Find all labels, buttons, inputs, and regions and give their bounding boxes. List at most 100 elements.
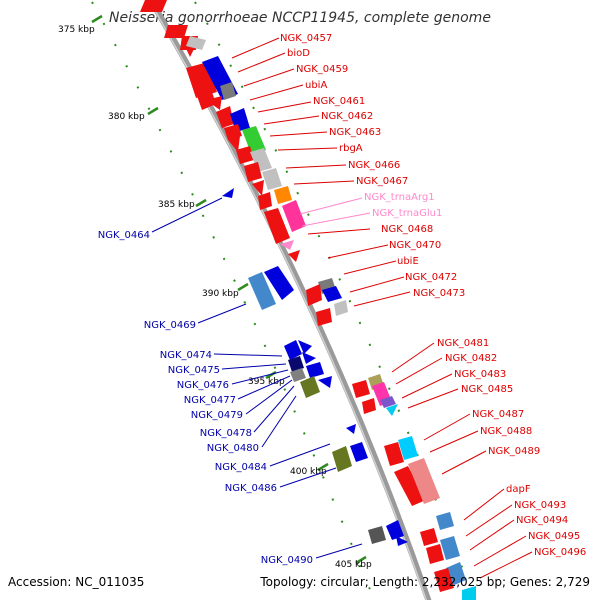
gene-label: NGK_0467	[356, 176, 408, 187]
gene-feature	[228, 136, 240, 152]
kbp-label-395: 395 kbp	[248, 377, 285, 387]
gene-feature	[352, 380, 370, 398]
gene-feature	[197, 92, 216, 110]
tick-380	[147, 106, 159, 116]
gene-feature	[306, 362, 324, 378]
gene-feature	[386, 404, 398, 416]
gene-feature	[306, 284, 322, 306]
tick-385	[195, 198, 207, 208]
gene-feature	[216, 106, 234, 128]
gene-label-trna: NGK_trnaGlu1	[372, 208, 442, 219]
gene-feature	[290, 368, 306, 382]
gene-feature	[350, 442, 368, 462]
gene-feature	[368, 526, 386, 544]
gene-label: NGK_0486	[225, 483, 277, 494]
tick-400	[317, 462, 329, 472]
gene-feature	[300, 376, 320, 398]
gene-label: NGK_0468	[381, 224, 433, 235]
gene-feature	[206, 96, 222, 110]
kbp-label-375: 375 kbp	[58, 25, 95, 35]
kbp-label-390: 390 kbp	[202, 289, 239, 299]
leader-lines-right	[231, 37, 533, 579]
gene-feature	[322, 286, 342, 302]
gene-feature	[248, 272, 276, 310]
gene-feature	[140, 0, 167, 12]
gene-label: NGK_0476	[177, 380, 229, 391]
kbp-ticks	[91, 14, 367, 565]
gene-label: NGK_0484	[215, 462, 267, 473]
genome-title: Neisseria gonorrhoeae NCCP11945, complet…	[109, 10, 491, 26]
gene-feature	[288, 250, 300, 262]
gene-labels-left: NGK_0464 NGK_0469 NGK_0474 NGK_0475 NGK_…	[98, 230, 313, 566]
gene-feature	[440, 536, 460, 560]
gene-feature	[186, 36, 206, 50]
gene-feature	[462, 586, 476, 600]
kbp-labels: 375 kbp 380 kbp 385 kbp 390 kbp 395 kbp …	[58, 25, 372, 570]
gene-label: NGK_0470	[389, 240, 441, 251]
gene-label: NGK_0482	[445, 353, 497, 364]
gene-label: NGK_0477	[184, 395, 236, 406]
gene-feature	[396, 536, 408, 546]
gene-label: NGK_0493	[514, 500, 566, 511]
gene-feature	[346, 424, 356, 434]
kbp-label-380: 380 kbp	[108, 112, 145, 122]
gene-label: NGK_0496	[534, 547, 586, 558]
gene-feature	[164, 25, 188, 38]
gene-label-trna: NGK_trnaArg1	[364, 192, 435, 203]
gene-feature	[362, 398, 376, 414]
gene-feature	[420, 528, 438, 546]
gene-feature	[436, 512, 454, 530]
gene-label: rbgA	[339, 143, 363, 154]
gene-feature	[262, 168, 282, 190]
leader-lines-trna	[299, 197, 371, 227]
gene-label: NGK_0487	[472, 409, 524, 420]
gene-feature	[242, 126, 266, 156]
gene-feature	[380, 396, 396, 408]
gene-feature	[334, 300, 348, 316]
topology-text: Topology: circular; Length: 2,232,025 bp…	[259, 575, 590, 589]
gene-feature	[332, 446, 352, 472]
gene-feature	[398, 436, 418, 460]
gene-feature	[250, 148, 272, 172]
gene-feature	[408, 458, 440, 504]
gene-label: NGK_0466	[348, 160, 400, 171]
gene-feature	[386, 520, 404, 540]
gene-label: NGK_0478	[200, 428, 252, 439]
gene-feature	[222, 188, 234, 198]
leader-lines-left	[151, 197, 363, 559]
gene-feature	[252, 180, 264, 196]
gene-label: NGK_0480	[207, 443, 259, 454]
gene-label: NGK_0463	[329, 127, 381, 138]
gene-label: NGK_0494	[516, 515, 568, 526]
gene-label: NGK_0490	[261, 555, 313, 566]
gene-label: NGK_0469	[144, 320, 196, 331]
gene-feature	[244, 162, 262, 182]
gene-feature	[298, 340, 312, 354]
gene-feature	[264, 266, 294, 300]
kbp-label-400: 400 kbp	[290, 467, 327, 477]
inner-guide	[194, 1, 476, 600]
tick-405	[355, 555, 367, 565]
gene-feature	[280, 240, 294, 250]
gene-label: NGK_0488	[480, 426, 532, 437]
genome-backbone	[147, 0, 432, 600]
gene-label: NGK_0495	[528, 531, 580, 542]
gene-label: ubiE	[397, 256, 419, 267]
gene-feature	[220, 82, 236, 100]
gene-feature	[302, 352, 316, 364]
accession-text: Accession: NC_011035	[8, 575, 144, 589]
gene-feature	[264, 208, 290, 244]
gene-label: NGK_0457	[280, 33, 332, 44]
gene-label: NGK_0472	[405, 272, 457, 283]
gene-labels-right: NGK_0457 bioD NGK_0459 ubiA NGK_0461 NGK…	[280, 33, 586, 558]
gene-feature	[236, 146, 254, 164]
gene-feature	[258, 192, 272, 210]
gene-label: NGK_0489	[488, 446, 540, 457]
gene-label: NGK_0459	[296, 64, 348, 75]
gene-feature	[394, 466, 426, 506]
track-guides	[91, 1, 476, 600]
gene-label: NGK_0485	[461, 384, 513, 395]
gene-label: bioD	[287, 48, 310, 59]
gene-label: NGK_0473	[413, 288, 465, 299]
